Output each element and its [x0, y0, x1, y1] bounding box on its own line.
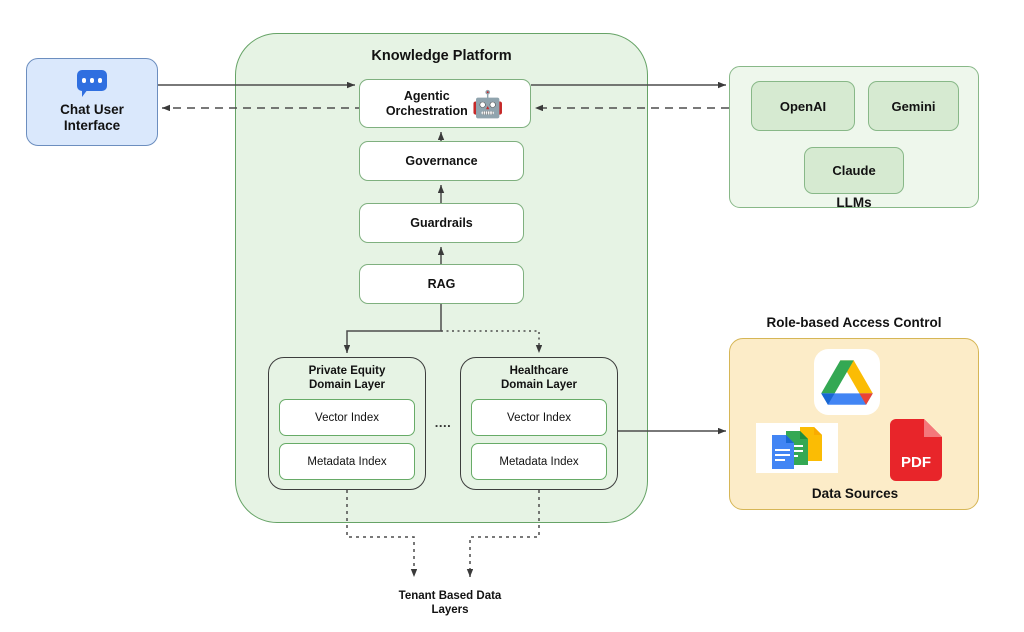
- private-equity-vector-index[interactable]: Vector Index: [279, 399, 415, 436]
- healthcare-metadata-index[interactable]: Metadata Index: [471, 443, 607, 480]
- rag-node[interactable]: RAG: [359, 264, 524, 304]
- pdf-label: PDF: [901, 454, 931, 471]
- llms-panel: OpenAI Gemini Claude: [729, 66, 979, 208]
- healthcare-vector-index[interactable]: Vector Index: [471, 399, 607, 436]
- llm-chip-gemini[interactable]: Gemini: [868, 81, 959, 131]
- knowledge-platform-title: Knowledge Platform: [371, 48, 512, 64]
- llm-chip-openai[interactable]: OpenAI: [751, 81, 855, 131]
- llm-chip-claude[interactable]: Claude: [804, 147, 904, 194]
- rag-label: RAG: [427, 276, 456, 291]
- pdf-icon: PDF: [890, 419, 942, 481]
- chat-user-interface-label: Chat User Interface: [60, 102, 124, 133]
- agentic-orchestration-label: Agentic Orchestration: [385, 88, 468, 118]
- google-workspace-docs-icon: [756, 423, 838, 473]
- llms-label: LLMs: [836, 194, 872, 210]
- google-drive-icon: [814, 349, 880, 415]
- private-equity-domain-title: Private Equity Domain Layer: [308, 365, 386, 391]
- data-sources-label: Data Sources: [811, 486, 899, 501]
- chat-user-interface-node[interactable]: Chat User Interface: [26, 58, 158, 146]
- governance-label: Governance: [405, 153, 478, 168]
- agentic-orchestration-node[interactable]: Agentic Orchestration 🤖: [359, 79, 531, 128]
- domain-layers-ellipsis: ....: [434, 414, 452, 430]
- healthcare-domain-title: Healthcare Domain Layer: [500, 365, 578, 391]
- private-equity-domain-layer[interactable]: Private Equity Domain Layer Vector Index…: [268, 357, 426, 490]
- rbac-title: Role-based Access Control: [766, 314, 942, 330]
- robot-icon: 🤖: [471, 88, 505, 119]
- guardrails-label: Guardrails: [410, 215, 473, 230]
- private-equity-metadata-index[interactable]: Metadata Index: [279, 443, 415, 480]
- guardrails-node[interactable]: Guardrails: [359, 203, 524, 243]
- tenant-based-data-layers-label: Tenant Based Data Layers: [398, 590, 502, 616]
- data-sources-panel: PDF Data Sources: [729, 338, 979, 510]
- chat-bubble-icon: [77, 70, 107, 97]
- healthcare-domain-layer[interactable]: Healthcare Domain Layer Vector Index Met…: [460, 357, 618, 490]
- governance-node[interactable]: Governance: [359, 141, 524, 181]
